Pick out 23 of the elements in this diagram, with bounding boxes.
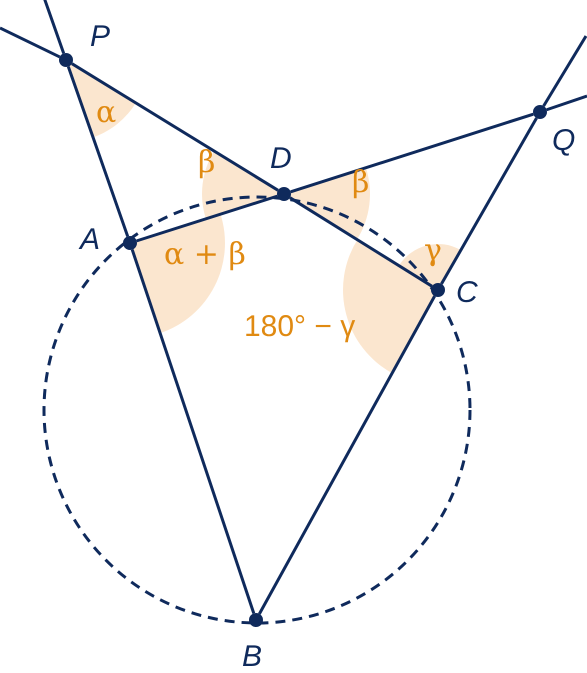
- point-label: D: [270, 144, 292, 174]
- line-segment: [136, 194, 278, 242]
- line-segment: [130, 249, 256, 614]
- angle-label: γ: [424, 236, 442, 266]
- angle-label: α: [96, 98, 116, 128]
- angle-label: 180° − γ: [244, 312, 356, 342]
- angle-label: β: [198, 148, 216, 178]
- angle-label: β: [352, 168, 370, 198]
- line-segment: [258, 295, 436, 615]
- line-segment: [542, 35, 587, 107]
- point-label: B: [242, 642, 262, 672]
- line-segment: [290, 112, 534, 194]
- line-segment: [440, 117, 538, 285]
- line-segment: [66, 66, 130, 237]
- point-label: C: [456, 278, 478, 308]
- point-label: P: [90, 22, 110, 52]
- line-segment: [0, 26, 60, 58]
- angle-label: α + β: [164, 240, 246, 270]
- line-segment: [546, 94, 587, 112]
- point-label: Q: [552, 126, 576, 156]
- point-label: A: [80, 225, 100, 255]
- line-segment: [71, 62, 279, 192]
- line-segment: [289, 196, 433, 288]
